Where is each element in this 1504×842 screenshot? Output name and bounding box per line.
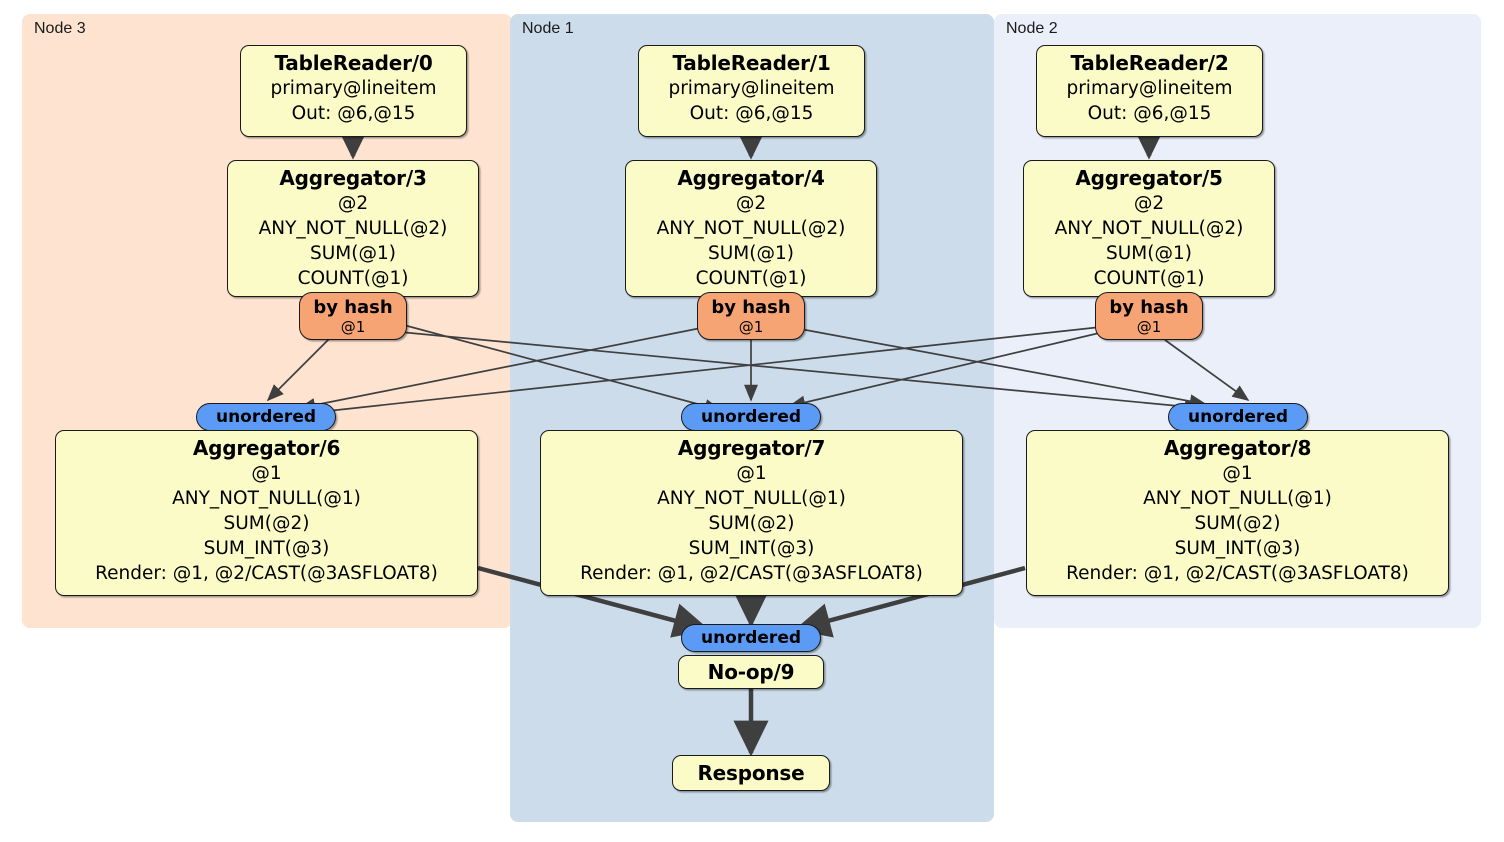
processor-detail-line: SUM(@1) [310, 243, 396, 264]
processor-detail-line: @2 [735, 193, 767, 214]
processor-aggregator-5[interactable]: Aggregator/5 @2 ANY_NOT_NULL(@2) SUM(@1)… [1023, 160, 1275, 297]
processor-detail-line: Render: @1, @2/CAST(@3ASFLOAT8) [1066, 563, 1409, 584]
processor-title: Aggregator/8 [1163, 436, 1312, 460]
processor-aggregator-4[interactable]: Aggregator/4 @2 ANY_NOT_NULL(@2) SUM(@1)… [625, 160, 877, 297]
processor-detail-line: SUM(@1) [1106, 243, 1192, 264]
processor-detail-line: @2 [1133, 193, 1165, 214]
processor-title: TableReader/0 [274, 51, 433, 75]
processor-title: Aggregator/3 [279, 166, 427, 190]
router-title: by hash [711, 296, 791, 318]
synchronizer-unordered-mid[interactable]: unordered [681, 403, 821, 431]
processor-title: Aggregator/7 [677, 436, 826, 460]
processor-tablereader-1[interactable]: TableReader/1 primary@lineitem Out: @6,@… [638, 45, 865, 137]
processor-aggregator-6[interactable]: Aggregator/6 @1 ANY_NOT_NULL(@1) SUM(@2)… [55, 430, 478, 596]
synchronizer-title: unordered [700, 407, 802, 427]
processor-aggregator-3[interactable]: Aggregator/3 @2 ANY_NOT_NULL(@2) SUM(@1)… [227, 160, 479, 297]
processor-detail-line: SUM(@2) [223, 513, 310, 534]
processor-detail-line: Out: @6,@15 [1087, 103, 1212, 124]
processor-detail-line: Render: @1, @2/CAST(@3ASFLOAT8) [580, 563, 923, 584]
processor-detail-line: Render: @1, @2/CAST(@3ASFLOAT8) [95, 563, 438, 584]
processor-detail-line: SUM(@2) [708, 513, 795, 534]
processor-detail-line: COUNT(@1) [297, 268, 409, 289]
processor-title: Aggregator/6 [192, 436, 341, 460]
processor-tablereader-2[interactable]: TableReader/2 primary@lineitem Out: @6,@… [1036, 45, 1263, 137]
processor-detail-line: COUNT(@1) [1093, 268, 1205, 289]
synchronizer-unordered-left[interactable]: unordered [196, 403, 336, 431]
synchronizer-title: unordered [700, 628, 802, 648]
processor-title: No-op/9 [707, 659, 795, 684]
processor-aggregator-8[interactable]: Aggregator/8 @1 ANY_NOT_NULL(@1) SUM(@2)… [1026, 430, 1449, 596]
processor-detail-line: primary@lineitem [270, 78, 437, 99]
processor-detail-line: COUNT(@1) [695, 268, 807, 289]
router-title: by hash [313, 296, 393, 318]
processor-detail-line: Out: @6,@15 [689, 103, 814, 124]
synchronizer-title: unordered [215, 407, 317, 427]
processor-noop-9[interactable]: No-op/9 [678, 655, 824, 689]
processor-tablereader-0[interactable]: TableReader/0 primary@lineitem Out: @6,@… [240, 45, 467, 137]
processor-title: TableReader/2 [1070, 51, 1229, 75]
node-region-label-node-1: Node 1 [522, 20, 574, 37]
router-column: @1 [1136, 317, 1162, 336]
processor-detail-line: primary@lineitem [668, 78, 835, 99]
processor-title: Aggregator/5 [1075, 166, 1223, 190]
router-title: by hash [1109, 296, 1189, 318]
processor-detail-line: SUM(@1) [708, 243, 794, 264]
processor-detail-line: Out: @6,@15 [291, 103, 416, 124]
processor-detail-line: SUM(@2) [1194, 513, 1281, 534]
processor-detail-line: @1 [1222, 463, 1253, 484]
processor-title: Response [697, 760, 805, 785]
processor-detail-line: primary@lineitem [1066, 78, 1233, 99]
processor-detail-line: ANY_NOT_NULL(@1) [657, 488, 846, 509]
processor-title: Aggregator/4 [677, 166, 825, 190]
processor-detail-line: ANY_NOT_NULL(@2) [258, 218, 448, 239]
processor-detail-line: ANY_NOT_NULL(@1) [172, 488, 361, 509]
synchronizer-unordered-right[interactable]: unordered [1168, 403, 1308, 431]
processor-response[interactable]: Response [672, 755, 830, 791]
router-column: @1 [738, 317, 764, 336]
processor-detail-line: ANY_NOT_NULL(@2) [1054, 218, 1244, 239]
processor-detail-line: @1 [736, 463, 767, 484]
router-by-hash-mid[interactable]: by hash @1 [697, 292, 805, 340]
node-region-label-node-3: Node 3 [34, 20, 86, 37]
processor-detail-line: SUM_INT(@3) [203, 538, 330, 559]
router-column: @1 [340, 317, 366, 336]
processor-title: TableReader/1 [672, 51, 831, 75]
synchronizer-unordered-final[interactable]: unordered [681, 624, 821, 652]
processor-aggregator-7[interactable]: Aggregator/7 @1 ANY_NOT_NULL(@1) SUM(@2)… [540, 430, 963, 596]
processor-detail-line: @1 [251, 463, 282, 484]
processor-detail-line: @2 [337, 193, 369, 214]
processor-detail-line: SUM_INT(@3) [1174, 538, 1301, 559]
router-by-hash-left[interactable]: by hash @1 [299, 292, 407, 340]
processor-detail-line: SUM_INT(@3) [688, 538, 815, 559]
synchronizer-title: unordered [1187, 407, 1289, 427]
processor-detail-line: ANY_NOT_NULL(@2) [656, 218, 846, 239]
node-region-label-node-2: Node 2 [1006, 20, 1058, 37]
router-by-hash-right[interactable]: by hash @1 [1095, 292, 1203, 340]
processor-detail-line: ANY_NOT_NULL(@1) [1143, 488, 1332, 509]
